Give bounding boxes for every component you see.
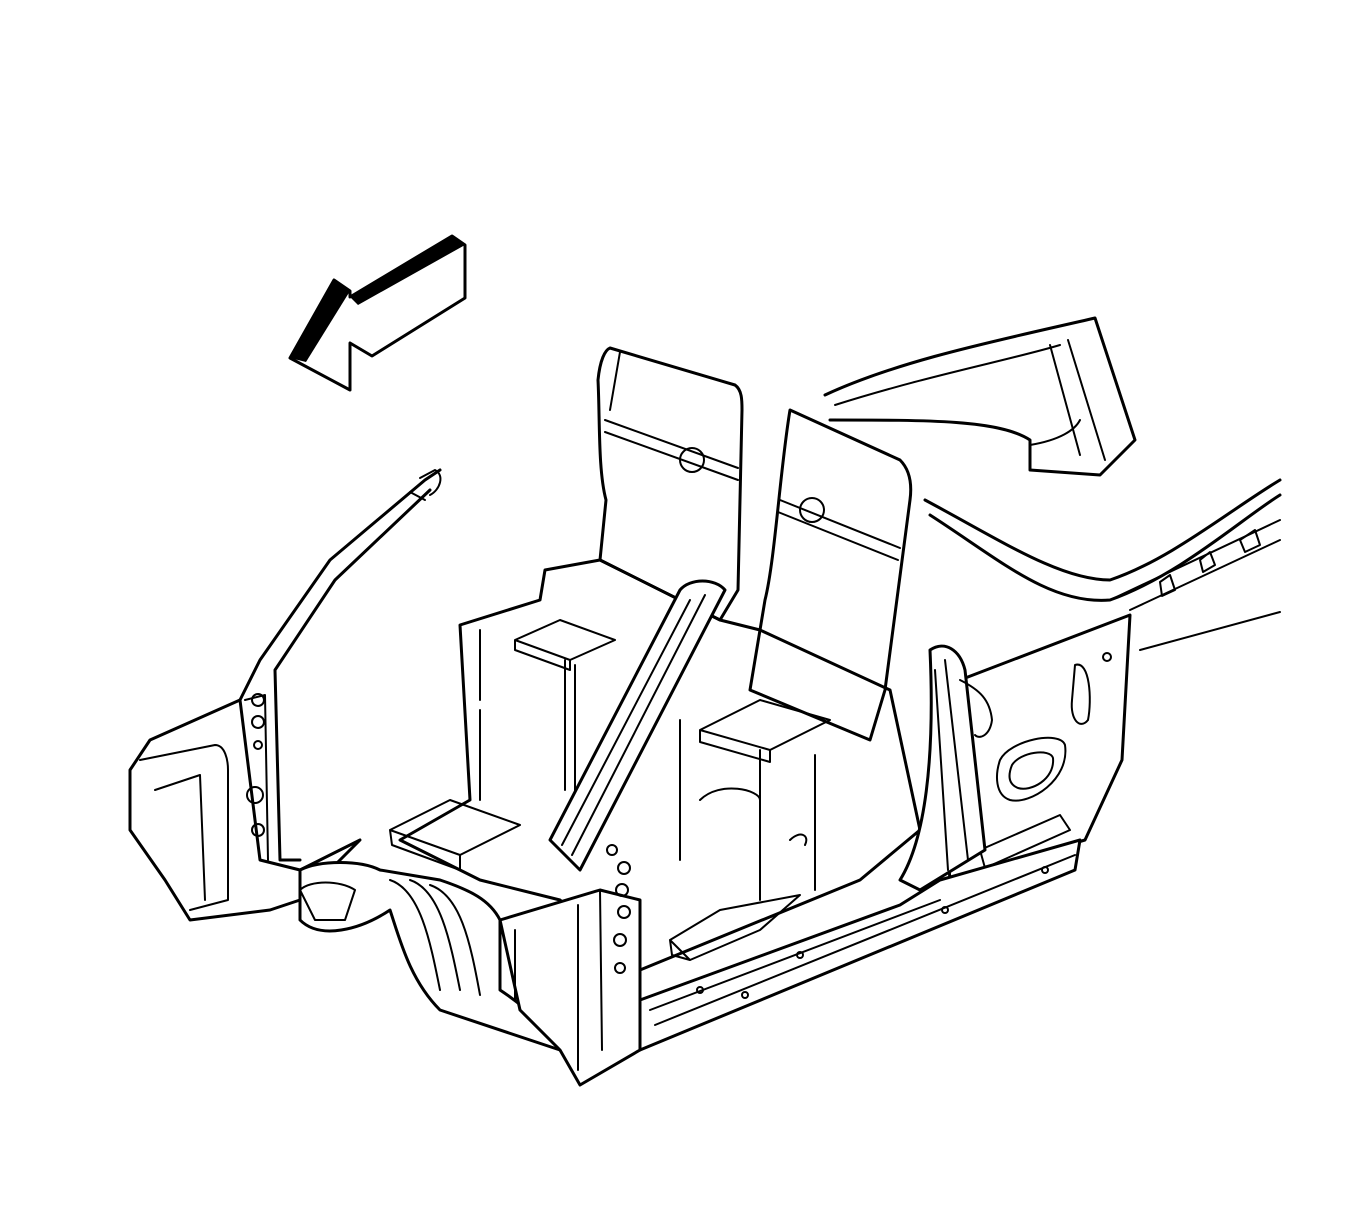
arrow-shadow-left [290,280,350,362]
center-tunnel-brace [548,579,727,872]
left-rocker-hinge-pillar [498,844,642,1087]
rear-body-structure [823,316,1282,651]
right-seat-back-panel [748,408,913,742]
left-seat-back-panel [596,346,744,622]
arrow-shadow-top [350,236,465,305]
right-b-pillar [898,644,993,892]
left-a-pillar [228,468,442,862]
front-rail-wheelhouse [298,861,562,1052]
front-direction-arrow [288,234,467,392]
right-body-side-panel [938,613,1132,882]
right-rocker-sill [638,838,1082,1052]
